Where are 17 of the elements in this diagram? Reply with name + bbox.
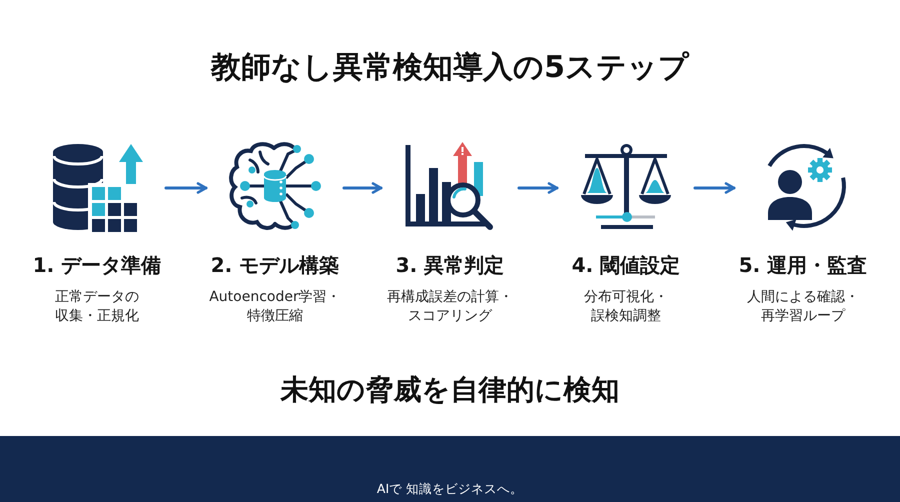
arrow <box>518 182 558 194</box>
title: 教師なし異常検知導入の5ステップ <box>211 49 689 87</box>
step-title: 5. 運用・監査 <box>738 252 868 279</box>
step-title: 4. 閾値設定 <box>572 252 680 279</box>
caption: 未知の脅威を自律的に検知 <box>280 372 620 408</box>
step-description: 再構成誤差の計算・スコアリング <box>386 288 514 326</box>
arrow <box>164 182 208 194</box>
step-description: 分布可視化・誤検知調整 <box>583 288 669 326</box>
step-title: 2. モデル構築 <box>210 252 340 279</box>
arrow <box>694 182 736 194</box>
step-title: 3. 異常判定 <box>396 252 504 279</box>
tagline: AIで 知識をビジネスへ。 <box>376 480 524 498</box>
step-title: 1. データ準備 <box>32 252 162 279</box>
step-description: 正常データの収集・正規化 <box>54 288 140 326</box>
arrow <box>342 182 382 194</box>
step-description: Autoencoder学習・特徴圧縮 <box>208 288 342 326</box>
step-description: 人間による確認・再学習ループ <box>746 288 860 326</box>
